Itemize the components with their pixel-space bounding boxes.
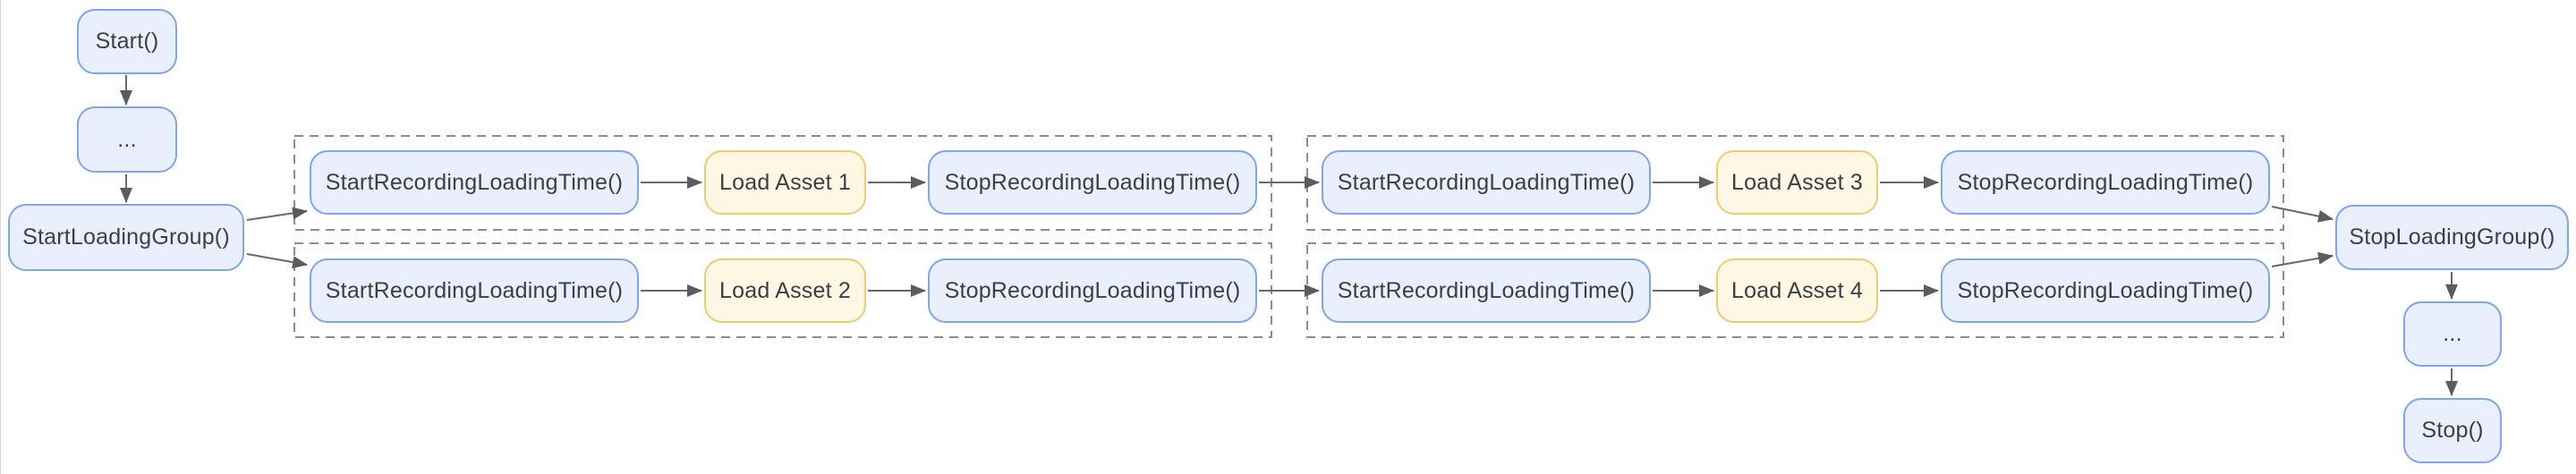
arrow-startloadinggroup-to-row2 [246, 253, 308, 269]
node-ellipsis-top: ... [77, 106, 177, 173]
node-load-asset-2: Load Asset 2 [704, 258, 866, 323]
node-start-recording-4: StartRecordingLoadingTime() [1322, 258, 1651, 323]
node-stop-recording-1: StopRecordingLoadingTime() [928, 150, 1257, 215]
node-start-recording-3: StartRecordingLoadingTime() [1322, 150, 1651, 215]
node-stop-recording-3: StopRecordingLoadingTime() [1941, 150, 2270, 215]
canvas-left-edge-line [0, 0, 1, 474]
node-stop: Stop() [2403, 398, 2502, 463]
node-start-loading-group: StartLoadingGroup() [8, 204, 244, 271]
node-start-recording-2: StartRecordingLoadingTime() [310, 258, 639, 323]
dashed-scope-asset-3 [1306, 135, 2284, 231]
arrow-connectors [120, 75, 2458, 396]
node-stop-loading-group: StopLoadingGroup() [2335, 205, 2569, 270]
node-load-asset-1: Load Asset 1 [704, 150, 866, 215]
node-stop-recording-4: StopRecordingLoadingTime() [1941, 258, 2270, 323]
arrow-stoprec4-to-stoploadinggroup [2271, 251, 2334, 267]
node-load-asset-4: Load Asset 4 [1716, 258, 1878, 323]
node-start-recording-1: StartRecordingLoadingTime() [310, 150, 639, 215]
arrow-stoprec3-to-stoploadinggroup [2271, 206, 2334, 223]
node-ellipsis-bottom: ... [2403, 301, 2502, 367]
dashed-scope-asset-4 [1306, 242, 2284, 338]
arrow-startloadinggroup-to-row1 [246, 207, 308, 221]
node-stop-recording-2: StopRecordingLoadingTime() [928, 258, 1257, 323]
node-start: Start() [77, 9, 177, 74]
node-load-asset-3: Load Asset 3 [1716, 150, 1878, 215]
